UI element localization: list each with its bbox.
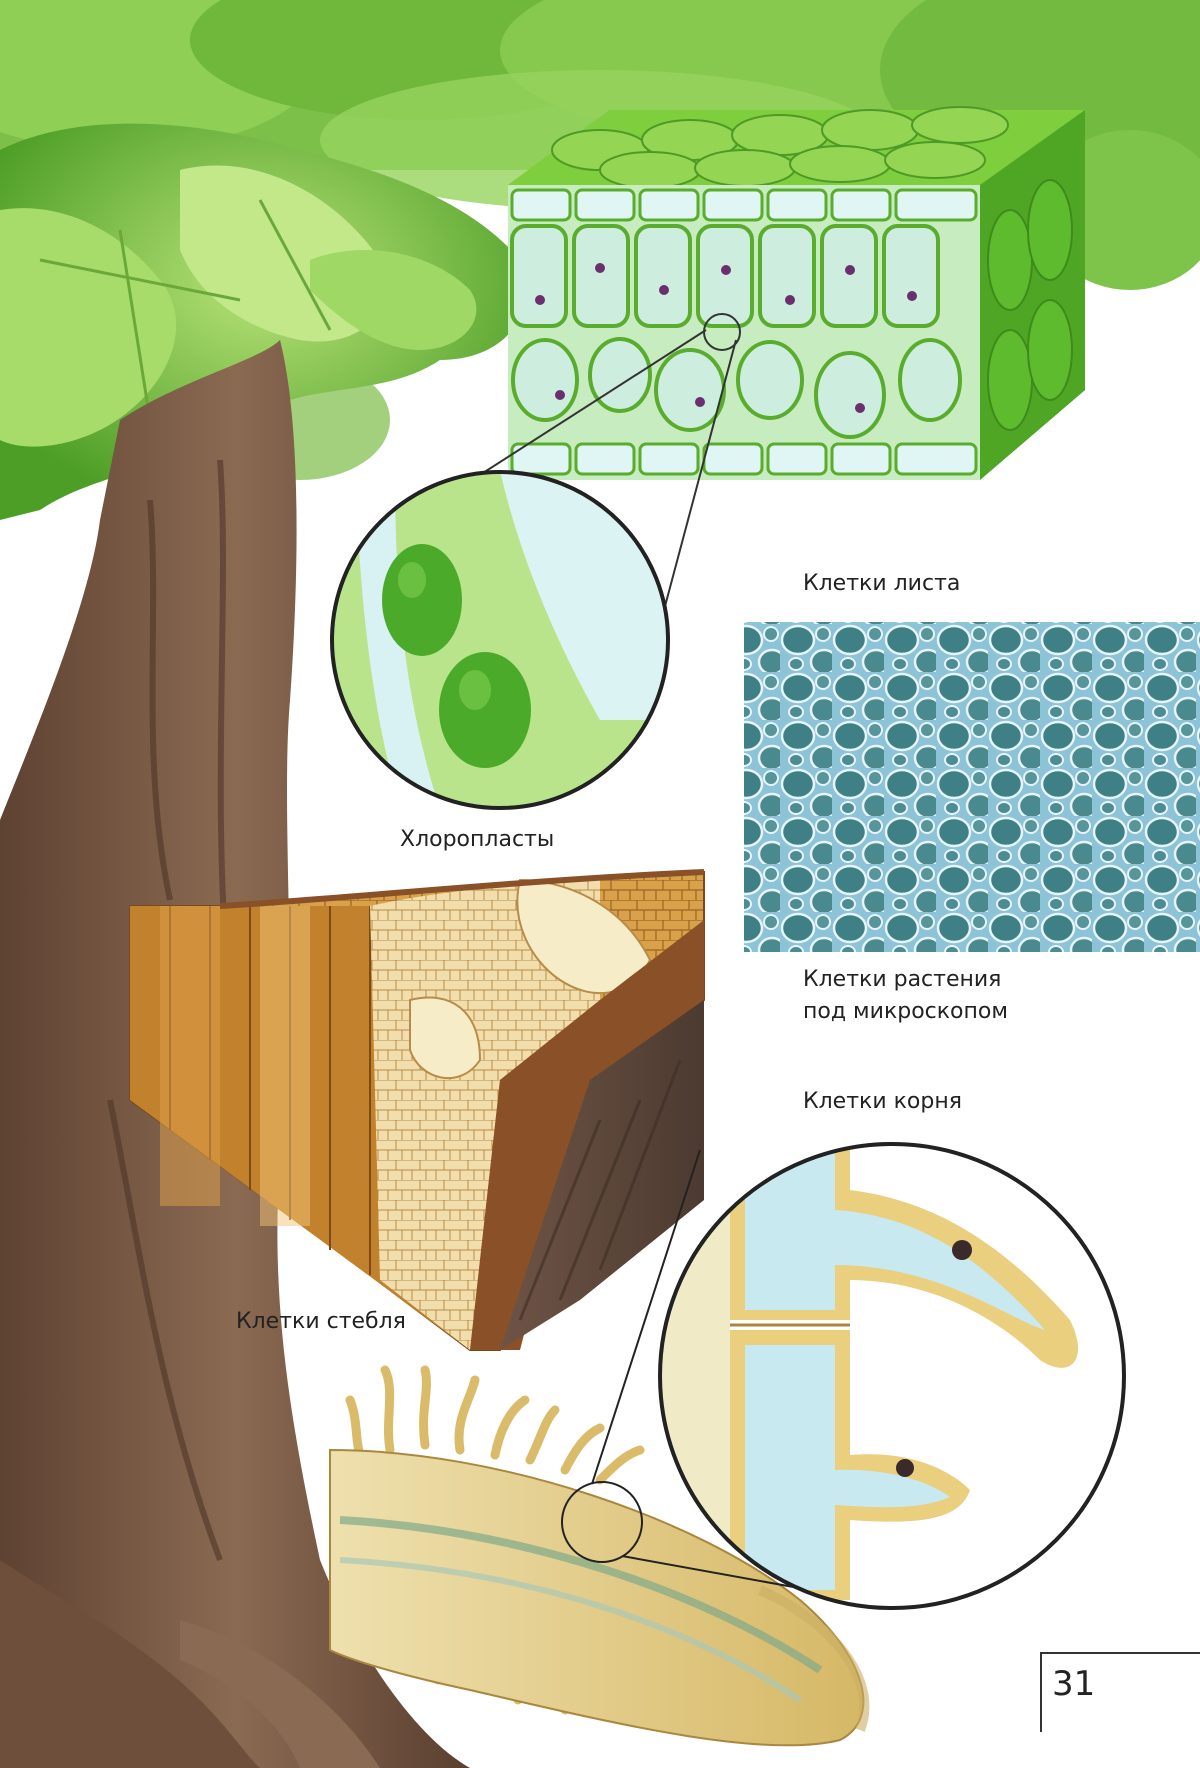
stem-cells-caption: Клетки стебля <box>236 1306 406 1338</box>
microscope-caption-line2: под микроскопом <box>803 996 1008 1028</box>
leaf-cells-block <box>508 107 1085 480</box>
microscope-photo <box>744 622 1200 952</box>
root-cells-caption: Клетки корня <box>803 1086 962 1118</box>
chloroplasts-caption: Хлоропласты <box>400 824 554 856</box>
page-number: 31 <box>1052 1664 1095 1704</box>
microscope-caption-line1: Клетки растения <box>803 964 1001 996</box>
leaf-cells-caption: Клетки листа <box>803 568 960 600</box>
